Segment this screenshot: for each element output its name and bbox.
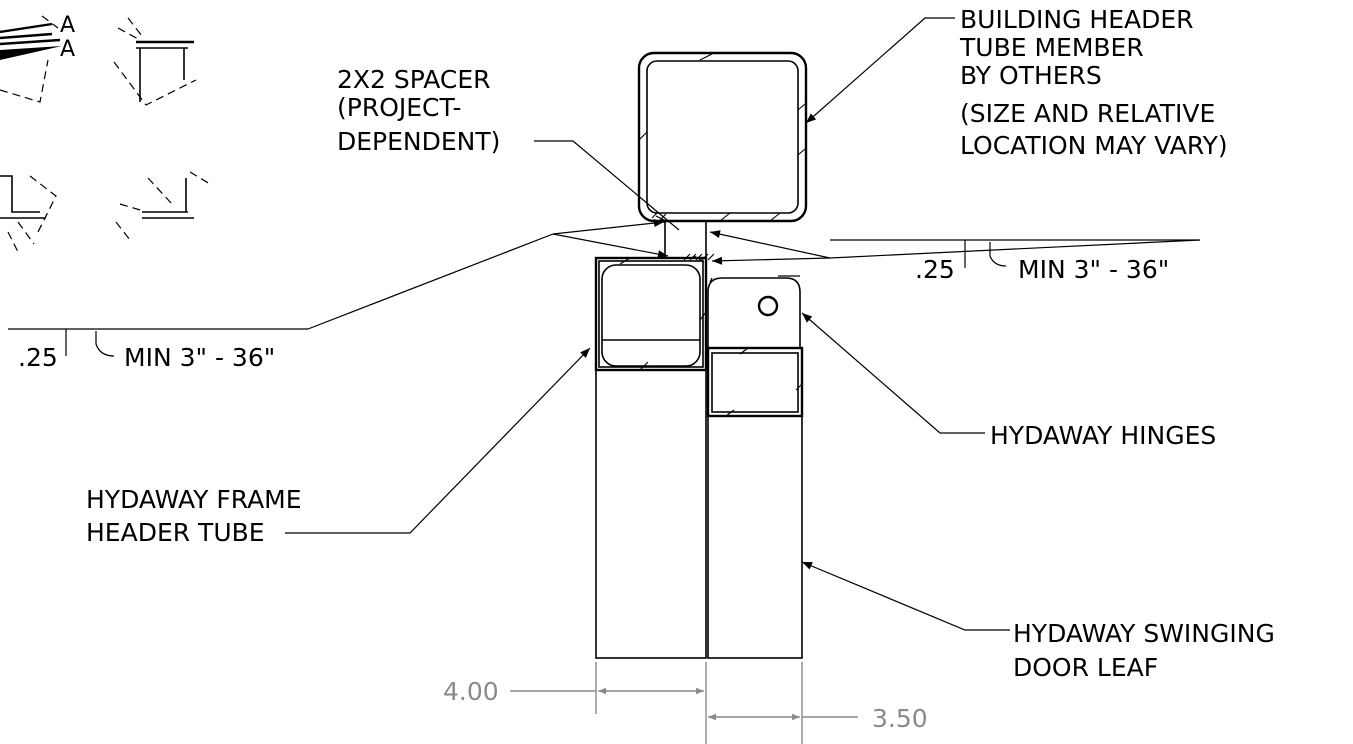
- callout-building-header: BUILDING HEADER TUBE MEMBER BY OTHERS (S…: [805, 5, 1228, 160]
- dimension-frame-width: 4.00: [443, 662, 707, 744]
- spacer-label: 2X2 SPACER (PROJECT- DEPENDENT): [337, 65, 500, 156]
- dimension-door-width: 3.50: [708, 662, 928, 744]
- view-marker-a-top: A: [60, 13, 75, 38]
- thumbnail-views: A A: [0, 13, 211, 253]
- building-header-tube: [637, 51, 808, 223]
- weld-symbol-right: .25 MIN 3" - 36": [709, 230, 1201, 284]
- door-body: [707, 415, 803, 659]
- hydaway-hinge: [707, 275, 801, 348]
- door-tube: [706, 346, 804, 418]
- callout-frame-header: HYDAWAY FRAME HEADER TUBE: [86, 347, 591, 547]
- hinges-label: HYDAWAY HINGES: [990, 421, 1216, 450]
- thumbnail-view-1: A A: [0, 13, 75, 103]
- building-header-label: BUILDING HEADER TUBE MEMBER BY OTHERS (S…: [959, 5, 1228, 160]
- frame-body: [595, 369, 707, 659]
- frame-header-label: HYDAWAY FRAME HEADER TUBE: [86, 485, 310, 547]
- dimension-door-width-value: 3.50: [872, 704, 928, 733]
- callout-hinges: HYDAWAY HINGES: [801, 312, 1216, 450]
- weld-left-spec: MIN 3" - 36": [124, 343, 275, 372]
- door-leaf-label: HYDAWAY SWINGING DOOR LEAF: [1013, 619, 1283, 682]
- thumbnail-view-3: [0, 175, 57, 253]
- callout-door-leaf: HYDAWAY SWINGING DOOR LEAF: [801, 561, 1283, 682]
- thumbnail-view-4: [115, 171, 211, 241]
- thumbnail-view-2: [113, 17, 197, 106]
- view-marker-a-bottom: A: [60, 37, 75, 62]
- weld-symbol-left: .25 MIN 3" - 36": [8, 219, 669, 372]
- weld-left-size: .25: [18, 343, 58, 372]
- frame-header-tube: [594, 256, 708, 372]
- weld-right-spec: MIN 3" - 36": [1018, 255, 1169, 284]
- dimension-frame-width-value: 4.00: [443, 677, 499, 706]
- callout-spacer: 2X2 SPACER (PROJECT- DEPENDENT): [337, 65, 680, 231]
- weld-right-size: .25: [915, 255, 955, 284]
